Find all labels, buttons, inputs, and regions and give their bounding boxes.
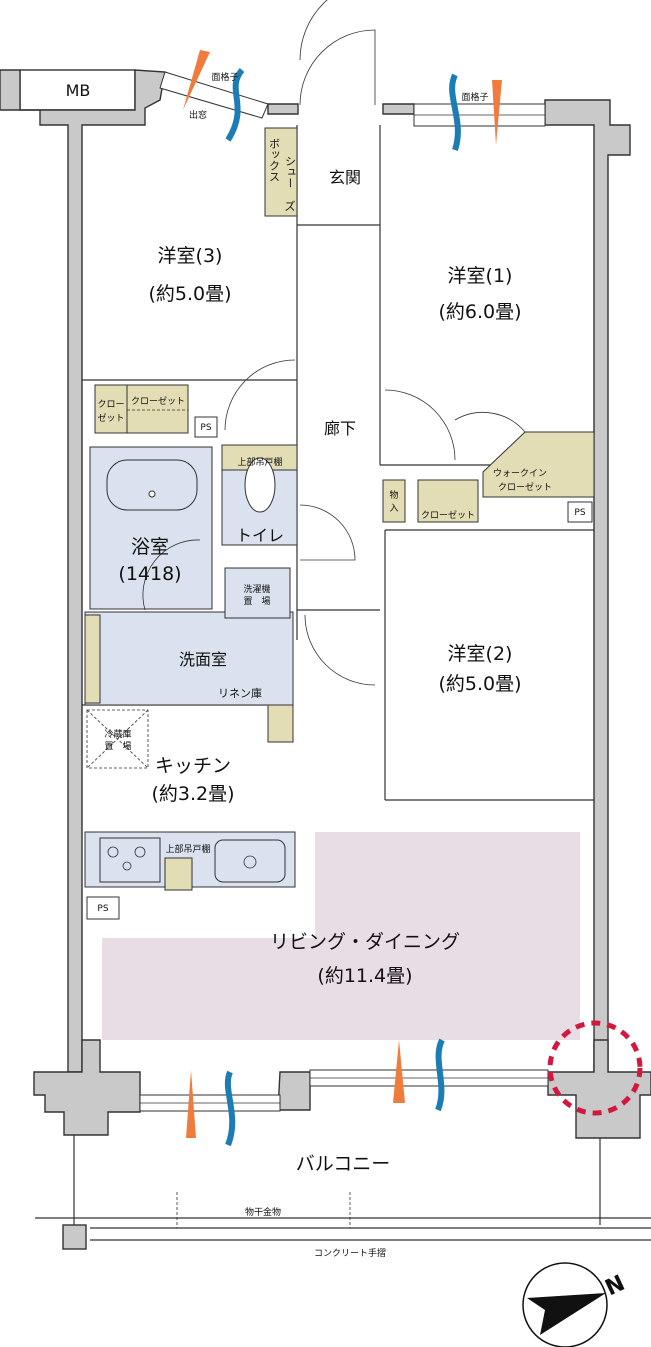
wind-blue-icon (449, 73, 461, 151)
wind-orange-icon (183, 50, 210, 110)
room2-name: 洋室(2) (448, 643, 513, 665)
shoe-box-label: ボックス (268, 138, 281, 182)
ld-name: リビング・ダイニング (270, 931, 460, 953)
lattice-label: 面格子 (461, 91, 488, 103)
room1-name: 洋室(1) (448, 265, 513, 287)
upper-cabinet-label: 上部吊戸棚 (237, 456, 282, 468)
wind-orange-icon (492, 80, 502, 145)
hallway-label: 廊下 (324, 419, 356, 438)
ps-box (86, 896, 120, 920)
ps-box (567, 501, 593, 523)
kitchen-name: キッチン (155, 755, 231, 777)
bath-name: 浴室 (131, 536, 169, 558)
wic-label: ウォークイン (493, 468, 547, 479)
walls (0, 69, 651, 1139)
storage-label: 入 (389, 503, 398, 514)
highlight-circle (547, 1020, 643, 1116)
sink-icon (214, 839, 286, 883)
washroom-label: 洗面室 (179, 650, 227, 669)
storage-label: 物 (389, 489, 398, 501)
wind-orange-icon (186, 1070, 196, 1138)
upper-cabinet-label: 上部吊戸棚 (165, 843, 210, 855)
wind-blue-icon (435, 1038, 445, 1112)
room3-name: 洋室(3) (158, 245, 223, 267)
balcony-structure (35, 1135, 651, 1250)
room1-size: (約6.0畳) (438, 301, 521, 323)
lattice-label: 面格子 (211, 71, 238, 83)
wic-label: クローゼット (498, 481, 552, 493)
wind-orange-icon (393, 1040, 405, 1103)
bay-window-label: 出窓 (189, 109, 207, 121)
living-dining-area (102, 832, 580, 1040)
room3-size: (約5.0畳) (148, 283, 231, 305)
closet-small-label: ゼット (97, 412, 124, 424)
balcony-label: バルコニー (296, 1153, 391, 1175)
drying-hardware-label: 物干金物 (245, 1206, 281, 1218)
shoe-box-label: シュー (284, 156, 297, 189)
toilet-label: トイレ (236, 526, 284, 545)
stove-icon (99, 837, 161, 883)
shoe-box-label: ズ (285, 199, 296, 213)
ps-label: PS (97, 904, 108, 914)
kitchen-size: (約3.2畳) (151, 783, 234, 805)
closet-label: クローゼット (131, 395, 185, 407)
ventilation-arrows (183, 50, 502, 1147)
linen-label: リネン庫 (218, 686, 262, 700)
linen-closet (267, 704, 294, 743)
washer-space (224, 567, 291, 619)
room2-size: (約5.0畳) (438, 673, 521, 695)
ps-label: PS (574, 508, 585, 518)
bath-size: (1418) (118, 563, 181, 585)
mb-label: MB (66, 81, 91, 100)
compass-icon (522, 1262, 608, 1347)
washer-label: 洗濯機 (243, 583, 270, 595)
walk-in-closet (482, 431, 595, 498)
fridge-label: 冷蔵庫 (104, 728, 131, 740)
storage-closet (382, 479, 406, 523)
wind-blue-icon (224, 1070, 236, 1147)
toilet-icon (244, 457, 276, 513)
washer-label: 置 場 (243, 595, 270, 607)
railing-label: コンクリート手摺 (314, 1247, 386, 1259)
ld-size: (約11.4畳) (317, 965, 412, 987)
closet-label: クローゼット (421, 509, 475, 521)
windows (139, 71, 549, 1112)
fridge-space (86, 709, 149, 769)
fridge-label: 置 場 (104, 740, 131, 752)
closet-room2 (417, 479, 479, 523)
bathroom (89, 446, 213, 610)
bathtub-icon (106, 459, 198, 511)
closet-room3 (126, 384, 189, 434)
closet-small-label: クロー (97, 399, 124, 410)
wind-blue-icon (225, 68, 245, 142)
shoe-box (264, 127, 298, 217)
washroom (84, 611, 294, 706)
ps-label: PS (200, 423, 211, 433)
ps-box (194, 416, 218, 438)
entrance-label: 玄関 (329, 168, 361, 187)
